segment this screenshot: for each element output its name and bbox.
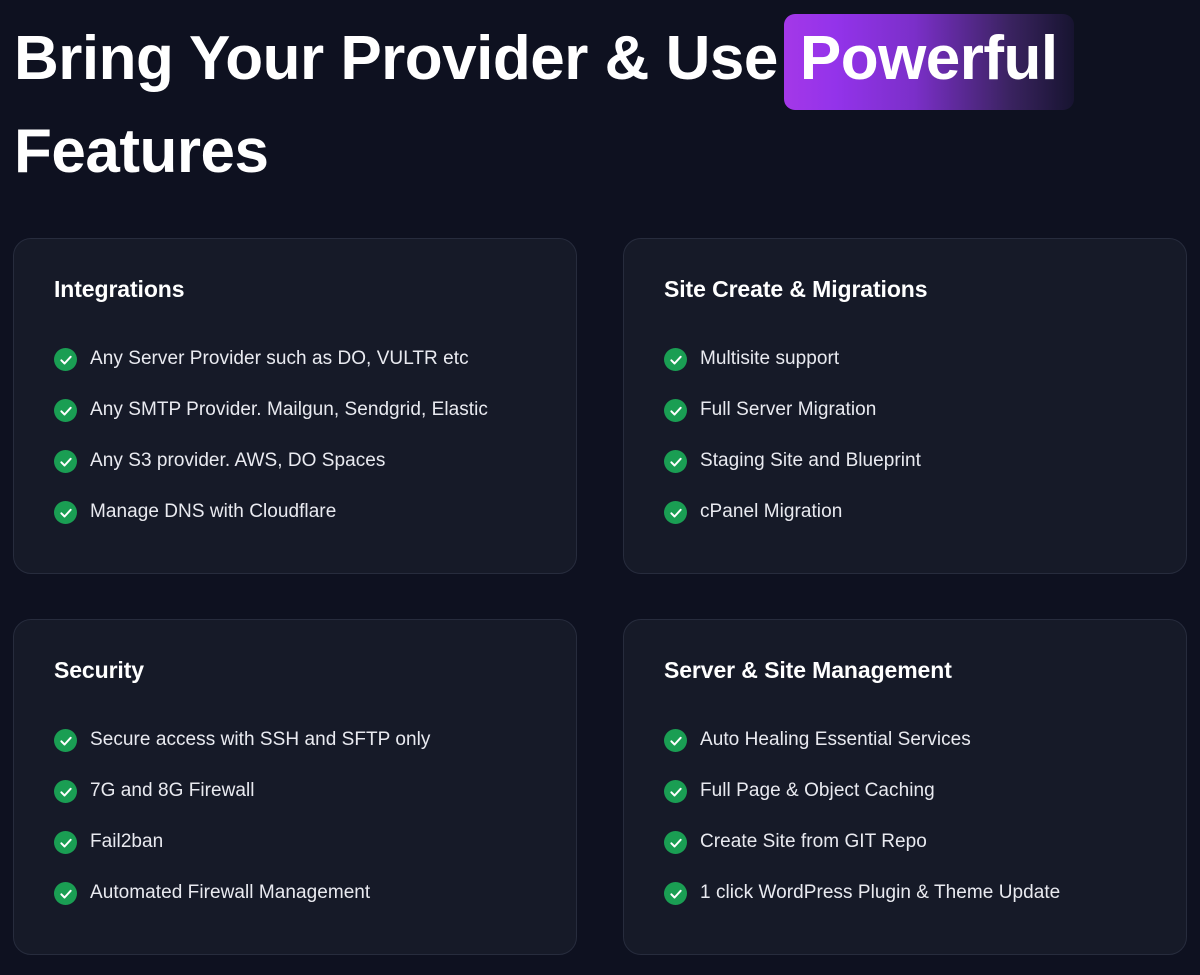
list-item-label: Staging Site and Blueprint [700, 450, 922, 472]
feature-list: Auto Healing Essential Services Full Pag… [664, 715, 1146, 919]
list-item: Create Site from GIT Repo [664, 817, 1146, 868]
list-item: Full Page & Object Caching [664, 766, 1146, 817]
feature-card-site-create-and-migrations: Site Create & Migrations Multisite suppo… [623, 238, 1187, 574]
feature-list: Secure access with SSH and SFTP only 7G … [54, 715, 536, 919]
check-circle-icon [664, 882, 687, 905]
list-item: Any Server Provider such as DO, VULTR et… [54, 334, 536, 385]
check-circle-icon [664, 501, 687, 524]
list-item-label: Automated Firewall Management [90, 882, 371, 904]
list-item: Automated Firewall Management [54, 868, 536, 919]
list-item-label: cPanel Migration [700, 501, 843, 523]
card-title: Security [54, 657, 144, 683]
page-title-line-2: Features [14, 117, 269, 186]
check-circle-icon [54, 780, 77, 803]
list-item: Full Server Migration [664, 385, 1146, 436]
list-item-label: Auto Healing Essential Services [700, 729, 971, 751]
list-item-label: 7G and 8G Firewall [90, 780, 255, 802]
feature-list: Multisite support Full Server Migration … [664, 334, 1146, 538]
list-item: Staging Site and Blueprint [664, 436, 1146, 487]
list-item-label: 1 click WordPress Plugin & Theme Update [700, 882, 1061, 904]
feature-list: Any Server Provider such as DO, VULTR et… [54, 334, 536, 538]
page-title-text-before-highlight: Bring Your Provider & Use [14, 24, 778, 93]
list-item: cPanel Migration [664, 487, 1146, 538]
list-item-label: Any SMTP Provider. Mailgun, Sendgrid, El… [90, 399, 488, 421]
list-item: Manage DNS with Cloudflare [54, 487, 536, 538]
list-item: Fail2ban [54, 817, 536, 868]
card-title: Server & Site Management [664, 657, 952, 683]
list-item-label: Manage DNS with Cloudflare [90, 501, 337, 523]
check-circle-icon [664, 780, 687, 803]
list-item-label: Multisite support [700, 348, 840, 370]
check-circle-icon [54, 501, 77, 524]
check-circle-icon [664, 831, 687, 854]
check-circle-icon [54, 450, 77, 473]
list-item-label: Any Server Provider such as DO, VULTR et… [90, 348, 469, 370]
card-title: Site Create & Migrations [664, 276, 928, 302]
list-item-label: Full Server Migration [700, 399, 877, 421]
list-item-label: Full Page & Object Caching [700, 780, 935, 802]
check-circle-icon [54, 729, 77, 752]
feature-card-grid: Integrations Any Server Provider such as… [13, 238, 1187, 955]
card-title: Integrations [54, 276, 185, 302]
list-item: Any S3 provider. AWS, DO Spaces [54, 436, 536, 487]
list-item-label: Create Site from GIT Repo [700, 831, 927, 853]
list-item: Multisite support [664, 334, 1146, 385]
check-circle-icon [54, 831, 77, 854]
list-item-label: Secure access with SSH and SFTP only [90, 729, 431, 751]
list-item-label: Any S3 provider. AWS, DO Spaces [90, 450, 386, 472]
list-item: 7G and 8G Firewall [54, 766, 536, 817]
list-item: Secure access with SSH and SFTP only [54, 715, 536, 766]
list-item: 1 click WordPress Plugin & Theme Update [664, 868, 1146, 919]
check-circle-icon [664, 450, 687, 473]
check-circle-icon [664, 348, 687, 371]
page-title-highlight-badge: Powerful [783, 14, 1074, 110]
check-circle-icon [54, 348, 77, 371]
feature-card-server-and-site-management: Server & Site Management Auto Healing Es… [623, 619, 1187, 955]
check-circle-icon [54, 882, 77, 905]
check-circle-icon [664, 729, 687, 752]
list-item: Any SMTP Provider. Mailgun, Sendgrid, El… [54, 385, 536, 436]
list-item-label: Fail2ban [90, 831, 164, 853]
feature-card-security: Security Secure access with SSH and SFTP… [13, 619, 577, 955]
check-circle-icon [664, 399, 687, 422]
feature-card-integrations: Integrations Any Server Provider such as… [13, 238, 577, 574]
list-item: Auto Healing Essential Services [664, 715, 1146, 766]
check-circle-icon [54, 399, 77, 422]
